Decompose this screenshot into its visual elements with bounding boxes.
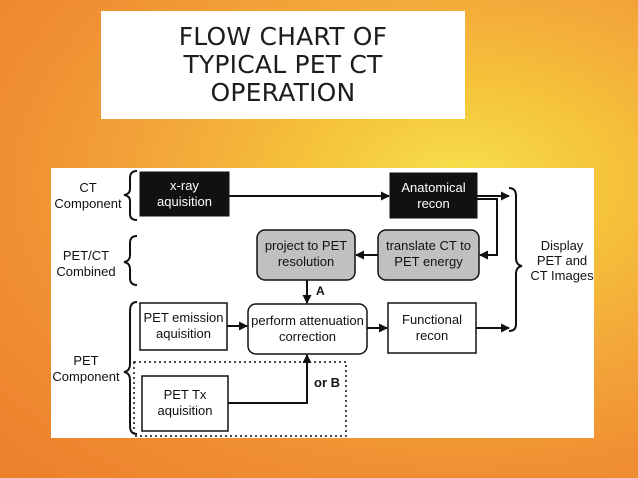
node-translate-line1: translate CT to	[386, 238, 471, 253]
flow-chart: CT Component PET/CT Combined PET Compone…	[51, 168, 594, 438]
node-attenuation-line1: perform attenuation	[251, 313, 364, 328]
group-ct-line2: Component	[54, 196, 122, 211]
node-xray-line1: x-ray	[170, 178, 199, 193]
node-anatomical-recon: Anatomical recon	[389, 172, 478, 219]
edge-label-or-b: or B	[314, 375, 340, 390]
node-emission-line1: PET emission	[144, 310, 224, 325]
group-ct-line1: CT	[79, 180, 96, 195]
node-translate-ct: translate CT to PET energy	[377, 229, 480, 281]
group-petct-line1: PET/CT	[63, 248, 109, 263]
brace-pet	[123, 301, 138, 435]
node-functional-line2: recon	[416, 328, 449, 343]
node-display-line2: PET and	[537, 253, 587, 268]
node-project-to-pet: project to PET resolution	[256, 229, 356, 281]
node-attenuation-correction: perform attenuation correction	[247, 303, 368, 355]
brace-ct	[123, 170, 138, 221]
group-label-ct: CT Component	[54, 180, 122, 211]
slide-title: FLOW CHART OF TYPICAL PET CT OPERATION	[178, 22, 388, 107]
node-functional-line1: Functional	[402, 312, 462, 327]
node-tx-line2: aquisition	[158, 403, 213, 418]
group-petct-line2: Combined	[56, 264, 115, 279]
group-label-petct: PET/CT Combined	[56, 248, 115, 279]
node-anatomical-line1: Anatomical	[401, 180, 465, 195]
node-pet-emission: PET emission aquisition	[139, 302, 228, 351]
node-emission-line2: aquisition	[156, 326, 211, 341]
node-project-line2: resolution	[278, 254, 334, 269]
node-display-line1: Display	[541, 238, 584, 253]
edge-tx-to-attenuation	[228, 354, 312, 404]
group-label-pet: PET Component	[52, 353, 120, 384]
group-pet-line2: Component	[52, 369, 120, 384]
node-display: Display PET and CT Images	[530, 238, 594, 283]
title-box: FLOW CHART OF TYPICAL PET CT OPERATION	[101, 11, 465, 119]
node-attenuation-line2: correction	[279, 329, 336, 344]
edge-label-a: A	[316, 284, 325, 298]
node-project-line1: project to PET	[265, 238, 347, 253]
flow-chart-svg: CT Component PET/CT Combined PET Compone…	[52, 170, 594, 437]
node-anatomical-line2: recon	[417, 196, 450, 211]
node-pet-tx: PET Tx aquisition	[141, 375, 229, 432]
group-pet-line1: PET	[73, 353, 98, 368]
brace-petct	[123, 235, 138, 286]
node-translate-line2: PET energy	[394, 254, 463, 269]
node-display-line3: CT Images	[530, 268, 594, 283]
edge-anatomical-to-translate	[477, 198, 498, 260]
node-xray-line2: aquisition	[157, 194, 212, 209]
node-tx-line1: PET Tx	[164, 387, 207, 402]
tx-dashed-region	[133, 361, 347, 437]
node-functional-recon: Functional recon	[387, 302, 477, 354]
brace-display	[508, 187, 523, 332]
node-xray-aquisition: x-ray aquisition	[139, 171, 230, 217]
